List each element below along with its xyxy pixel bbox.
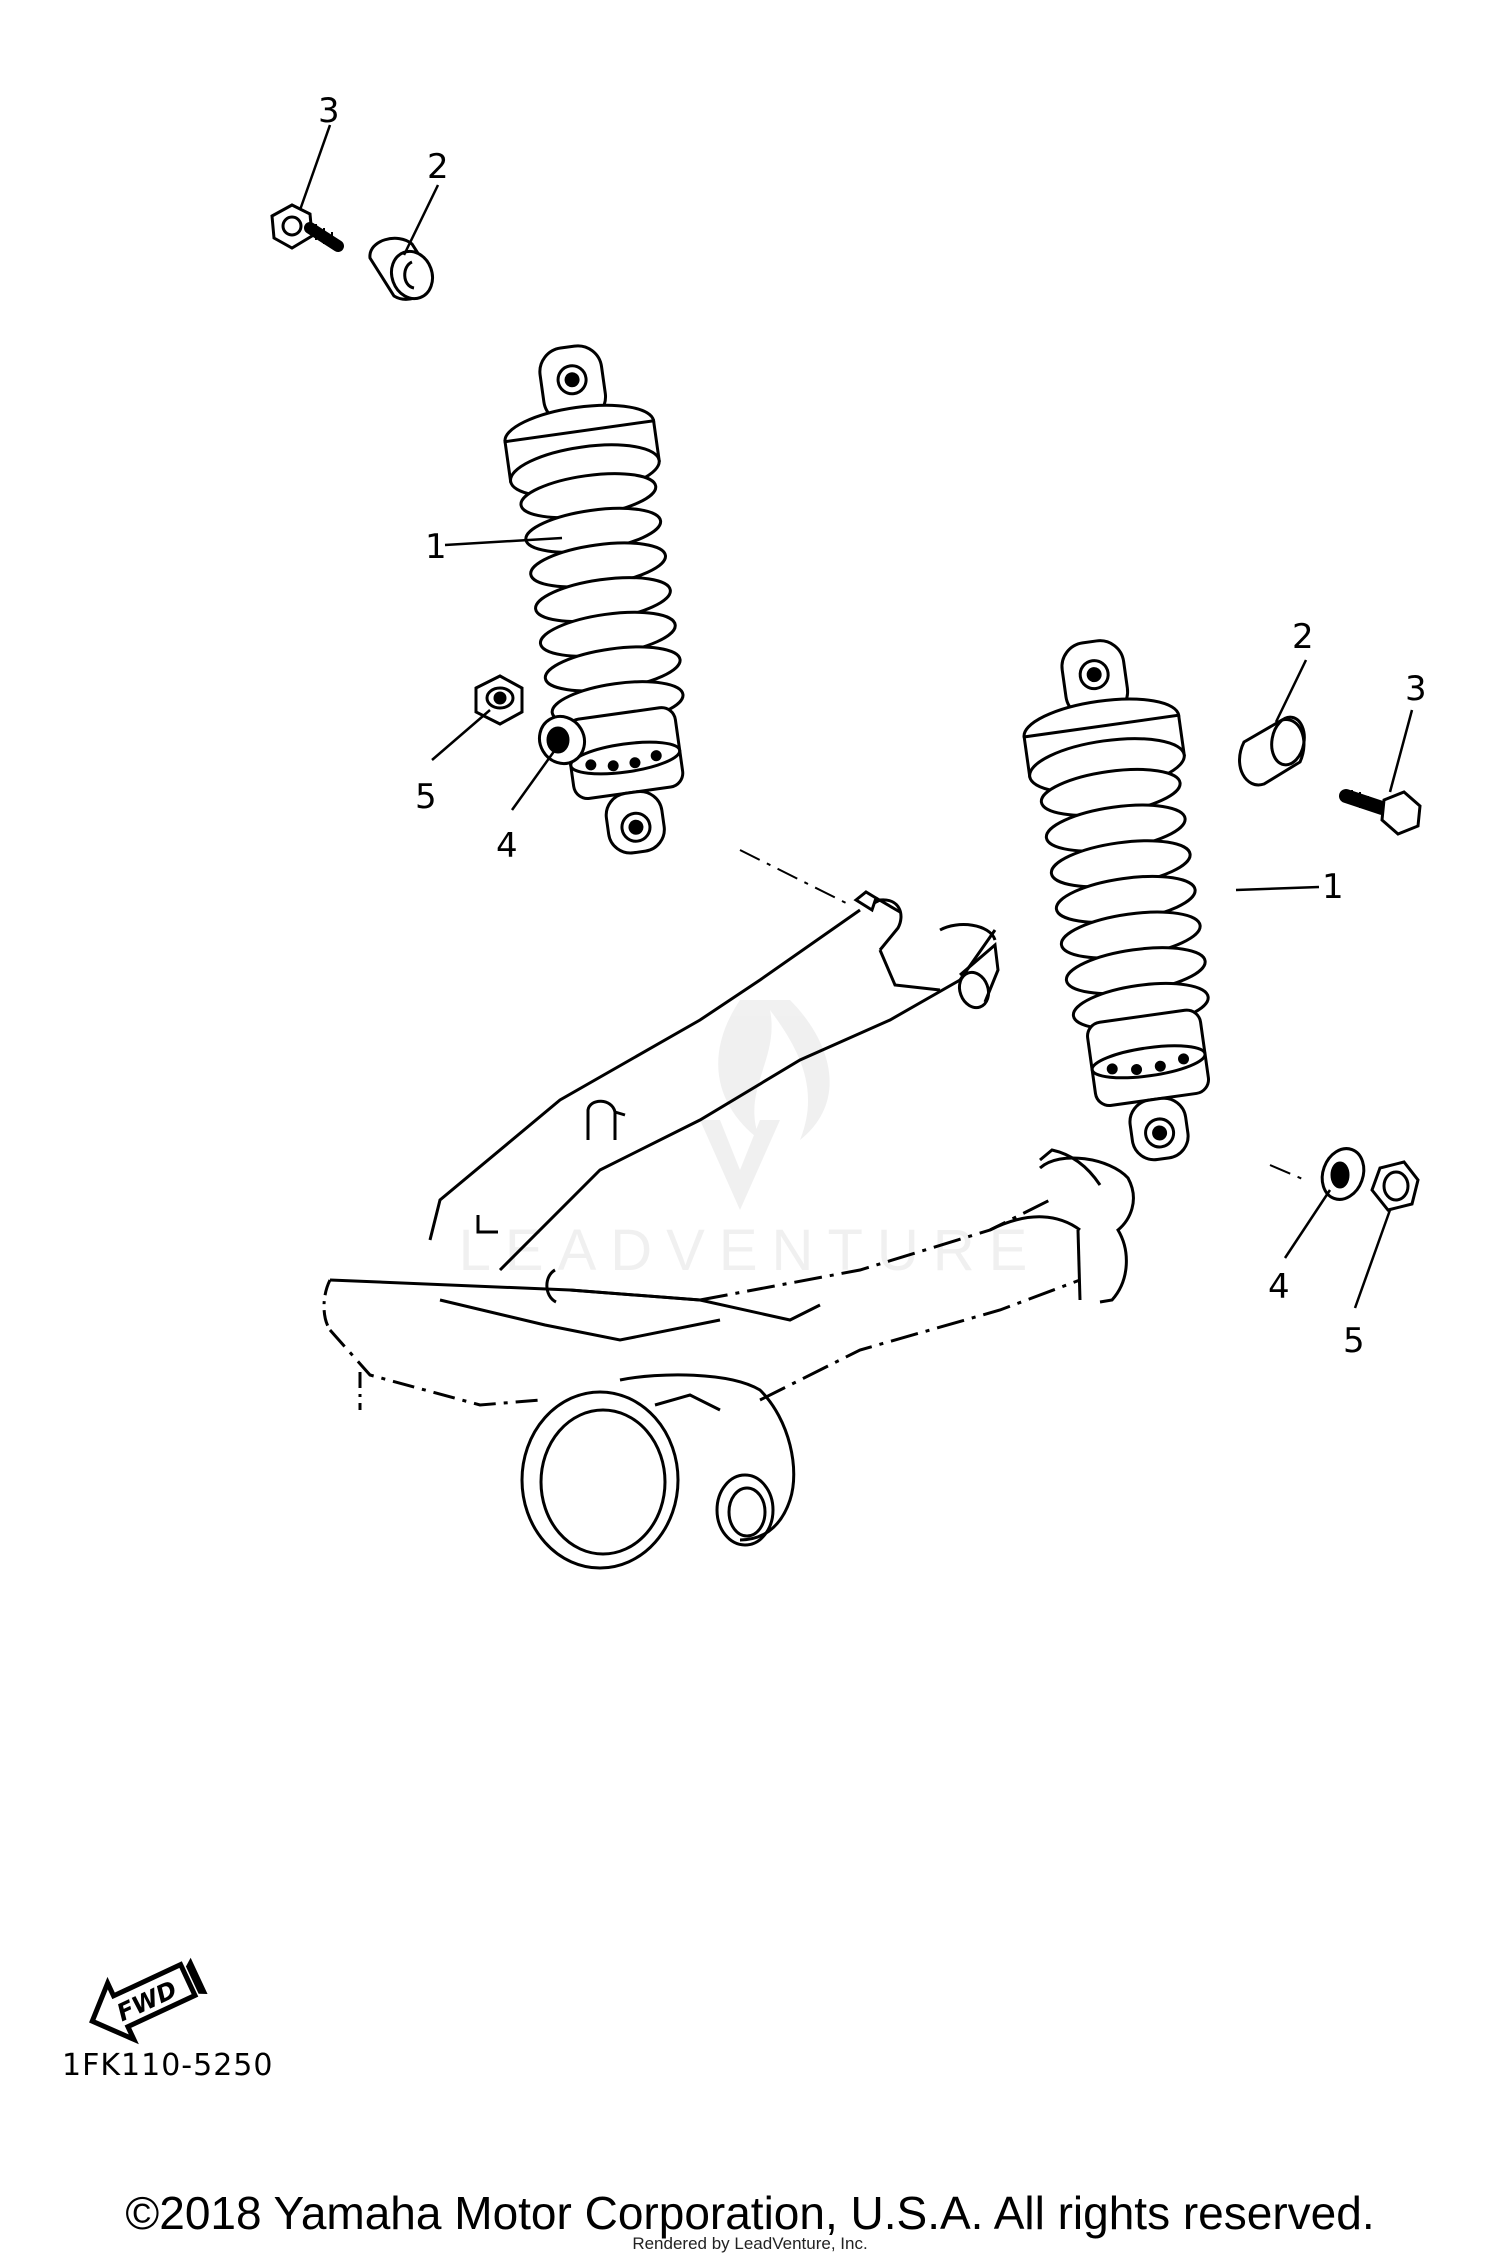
swingarm-stud <box>853 890 901 914</box>
right-nut <box>1370 1160 1420 1212</box>
callout-right-bushing: 2 <box>1292 617 1314 657</box>
fwd-arrow-icon: FWD <box>89 1957 208 2045</box>
callout-right-shock: 1 <box>1322 867 1344 907</box>
right-shock-absorber <box>1022 639 1211 1162</box>
left-bolt <box>270 203 344 252</box>
callout-left-shock: 1 <box>425 527 447 567</box>
copyright-notice: ©2018 Yamaha Motor Corporation, U.S.A. A… <box>125 2187 1375 2239</box>
left-shock-absorber <box>503 344 685 855</box>
callout-right-nut: 5 <box>1343 1321 1365 1361</box>
right-washer <box>1320 1147 1366 1201</box>
callout-left-bolt: 3 <box>318 91 340 131</box>
right-bolt <box>1339 789 1422 836</box>
swingarm <box>322 898 1135 1570</box>
callout-left-bushing: 2 <box>427 147 449 187</box>
callout-right-bolt: 3 <box>1405 669 1427 709</box>
left-bushing <box>368 236 435 301</box>
leader-lines <box>298 124 1414 1309</box>
callout-numbers: 3 2 1 5 4 2 3 1 4 5 <box>318 91 1427 1361</box>
diagram-code: 1FK110-5250 <box>62 2048 274 2083</box>
callout-right-washer: 4 <box>1268 1267 1290 1307</box>
left-washer <box>537 714 587 766</box>
watermark-text: LEADVENTURE <box>459 1218 1042 1283</box>
installation-lines <box>739 849 1306 1181</box>
rendered-by-credit: Rendered by LeadVenture, Inc. <box>632 2234 868 2253</box>
callout-left-nut: 5 <box>415 777 437 817</box>
callout-left-washer: 4 <box>496 826 518 866</box>
right-bushing <box>1238 715 1306 787</box>
